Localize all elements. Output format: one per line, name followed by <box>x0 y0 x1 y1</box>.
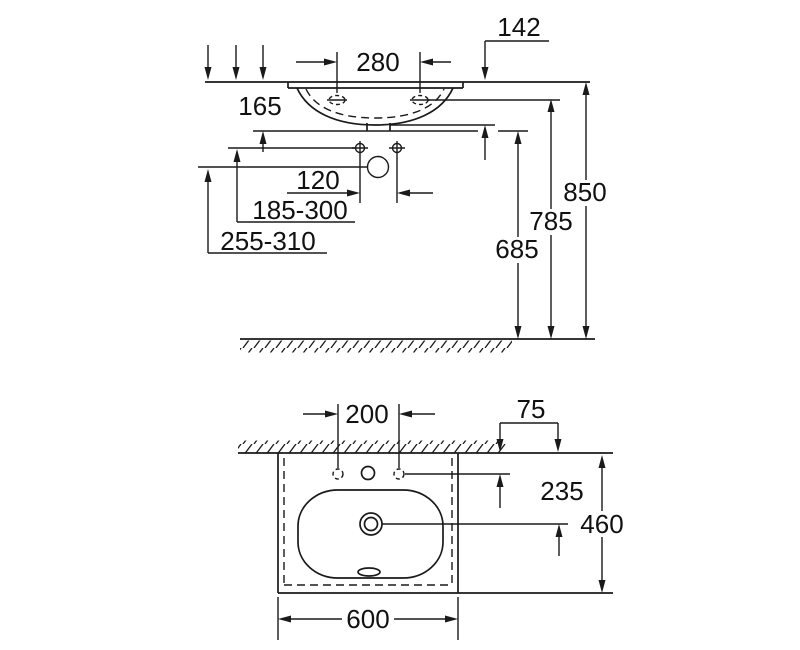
basin-side-profile <box>287 82 464 131</box>
drain-inner-circle <box>363 516 379 532</box>
dim-label-200: 200 <box>345 399 388 429</box>
dim-label-255-310: 255-310 <box>220 226 315 256</box>
dim-label-75: 75 <box>517 394 546 424</box>
dim-label-460: 460 <box>580 509 623 539</box>
dimension-850: 850 <box>563 82 607 339</box>
dimension-600: 600 <box>277 597 459 640</box>
plan-wall-line <box>238 440 613 454</box>
dimension-185-300: 185-300 <box>233 149 355 225</box>
dimension-165: 165 <box>238 91 282 152</box>
dim-label-185-300: 185-300 <box>252 195 347 225</box>
floor-line <box>240 338 595 353</box>
faucet-hole-center <box>360 465 376 481</box>
wall-hatching <box>238 440 506 453</box>
dimension-685: 685 <box>495 131 539 339</box>
dim-label-280: 280 <box>356 47 399 77</box>
dimension-785: 785 <box>529 99 573 339</box>
floor-hatching <box>240 340 512 353</box>
dim-label-235: 235 <box>540 476 583 506</box>
dimension-280: 280 <box>296 47 451 93</box>
top-extension-arrows <box>204 45 267 80</box>
dimension-235: 235 <box>540 476 584 556</box>
dimension-75: 75 <box>496 394 562 508</box>
dim-label-600: 600 <box>346 604 389 634</box>
front-elevation-view: 142 280 165 120 185-300 <box>198 12 607 353</box>
plan-view: 200 75 235 460 <box>238 394 624 640</box>
drain-outer-circle <box>359 512 383 536</box>
dimension-255-310: 255-310 <box>204 169 327 256</box>
dim-label-142: 142 <box>497 12 540 42</box>
plan-faucet-holes <box>332 465 510 481</box>
basin-bowl-outline <box>297 489 444 579</box>
dim-label-785: 785 <box>529 206 572 236</box>
dim-label-685: 685 <box>495 234 538 264</box>
bolt-hole-left <box>354 142 366 154</box>
dim-label-165: 165 <box>238 91 281 121</box>
basin-hidden-edge <box>283 458 453 586</box>
bolt-hole-right <box>391 142 403 154</box>
dim-label-850: 850 <box>563 177 606 207</box>
wall-mounting-holes <box>198 141 405 203</box>
faucet-hole-right <box>393 468 405 480</box>
drain-outlet-hole <box>366 155 390 179</box>
dimension-120: 120 <box>287 165 433 197</box>
basin-bottom-reference-lines <box>253 124 528 160</box>
overflow-slot <box>357 567 381 577</box>
faucet-hole-left <box>332 468 344 480</box>
dimension-200: 200 <box>303 399 435 468</box>
dimension-142: 142 <box>481 12 549 80</box>
dimension-460: 460 <box>580 455 624 593</box>
basin-plan-outline <box>277 453 613 594</box>
deck-faucet-holes <box>327 94 560 106</box>
dim-label-120: 120 <box>296 165 339 195</box>
plan-drain <box>357 512 568 577</box>
